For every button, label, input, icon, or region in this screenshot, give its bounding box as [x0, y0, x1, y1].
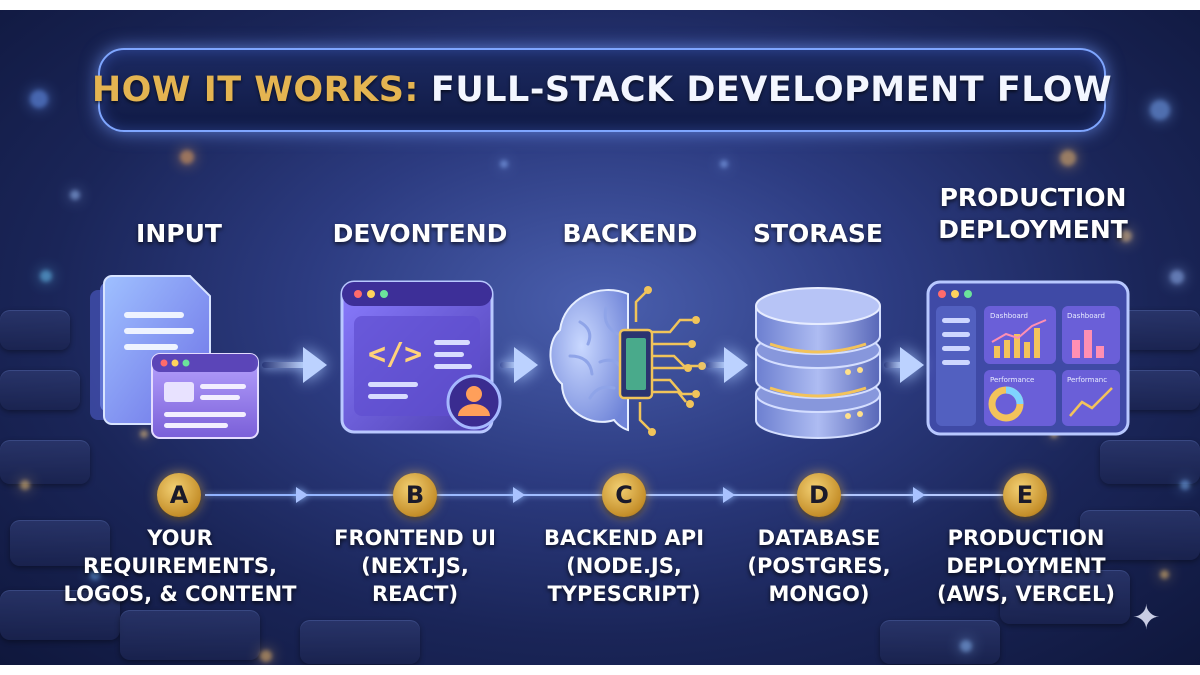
step-badge-a: A — [157, 473, 201, 517]
description-line: YOUR — [147, 526, 213, 550]
step-badge-b: B — [393, 473, 437, 517]
bokeh-light-decor — [140, 430, 148, 438]
description-line: DATABASE — [757, 526, 881, 550]
panel-label: Dashboard — [990, 312, 1028, 320]
dashboard-icon: Dashboard Dashboard Performance Performa… — [926, 280, 1130, 436]
description-line: (NEXT.JS, — [361, 554, 469, 578]
heading-line: INPUT — [136, 219, 222, 248]
bokeh-light-decor — [1120, 230, 1132, 242]
heading-line: BACKEND — [562, 219, 698, 248]
bokeh-light-decor — [500, 160, 508, 168]
bokeh-light-decor — [1180, 480, 1190, 490]
keyboard-key-decor — [880, 620, 1000, 664]
bokeh-light-decor — [960, 640, 972, 652]
description-line: FRONTEND UI — [334, 526, 496, 550]
step-description-a: YOUR REQUIREMENTS, LOGOS, & CONTENT — [55, 524, 305, 608]
timeline-arrow-icon — [723, 487, 735, 503]
flow-arrow-icon — [900, 347, 924, 383]
bokeh-light-decor — [70, 190, 80, 200]
title-highlight: HOW IT WORKS: — [91, 70, 419, 110]
documents-icon — [90, 275, 259, 439]
step-description-b: FRONTEND UI (NEXT.JS, REACT) — [290, 524, 540, 608]
step-description-c: BACKEND API (NODE.JS, TYPESCRIPT) — [499, 524, 749, 608]
database-icon — [755, 287, 881, 439]
description-line: PRODUCTION — [947, 526, 1105, 550]
heading-storage: STORASE — [698, 218, 938, 250]
bokeh-light-decor — [20, 480, 30, 490]
timeline-arrow-icon — [913, 487, 925, 503]
flow-arrow-icon — [303, 347, 327, 383]
keyboard-key-decor — [1120, 370, 1200, 410]
description-line: (NODE.JS, — [566, 554, 682, 578]
timeline-arrow-icon — [296, 487, 308, 503]
description-line: LOGOS, & CONTENT — [63, 582, 297, 606]
sparkle-icon: ✦ — [1132, 598, 1161, 638]
timeline-arrow-icon — [513, 487, 525, 503]
keyboard-key-decor — [0, 310, 70, 350]
title-text: FULL-STACK DEVELOPMENT FLOW — [430, 70, 1113, 110]
bokeh-light-decor — [90, 570, 100, 580]
heading-backend: BACKEND — [510, 218, 750, 250]
panel-label: Performance — [990, 376, 1034, 384]
keyboard-key-decor — [10, 520, 110, 566]
bokeh-light-decor — [40, 270, 52, 282]
svg-text:</>: </> — [368, 337, 422, 372]
step-description-d: DATABASE (POSTGRES, MONGO) — [694, 524, 944, 608]
step-badge-d: D — [797, 473, 841, 517]
heading-line: STORASE — [753, 219, 883, 248]
bokeh-light-decor — [720, 160, 728, 168]
bokeh-light-decor — [1160, 570, 1169, 579]
diagram-canvas: HOW IT WORKS: FULL-STACK DEVELOPMENT FLO… — [0, 10, 1200, 665]
keyboard-key-decor — [300, 620, 420, 664]
heading-line: DEPLOYMENT — [938, 215, 1128, 244]
heading-input: INPUT — [59, 218, 299, 250]
description-line: BACKEND API — [543, 526, 705, 550]
step-badge-e: E — [1003, 473, 1047, 517]
keyboard-key-decor — [0, 440, 90, 484]
description-line: REQUIREMENTS, — [83, 554, 277, 578]
heading-line: PRODUCTION — [939, 183, 1127, 212]
description-line: (POSTGRES, — [747, 554, 891, 578]
step-description-e: PRODUCTION DEPLOYMENT (AWS, VERCEL) — [901, 524, 1151, 608]
heading-frontend: DEVONTEND — [300, 218, 540, 250]
description-line: REACT) — [371, 582, 459, 606]
code-window-icon: </> — [340, 280, 502, 434]
bokeh-light-decor — [260, 650, 272, 662]
panel-label: Performanc — [1067, 376, 1107, 384]
bokeh-light-decor — [1150, 100, 1170, 120]
brain-chip-icon — [549, 286, 706, 436]
flow-beam — [884, 362, 904, 368]
keyboard-key-decor — [0, 370, 80, 410]
panel-label: Dashboard — [1067, 312, 1105, 320]
step-badge-c: C — [602, 473, 646, 517]
bokeh-light-decor — [1060, 150, 1076, 166]
flow-arrow-icon — [514, 347, 538, 383]
flow-arrow-icon — [724, 347, 748, 383]
bokeh-light-decor — [180, 150, 194, 164]
flow-beam — [500, 362, 518, 368]
bokeh-light-decor — [30, 90, 48, 108]
flow-beam — [262, 362, 306, 368]
description-line: DEPLOYMENT — [946, 554, 1106, 578]
title-banner: HOW IT WORKS: FULL-STACK DEVELOPMENT FLO… — [92, 48, 1112, 132]
keyboard-key-decor — [1080, 510, 1200, 560]
keyboard-key-decor — [1100, 440, 1200, 484]
description-line: (AWS, VERCEL) — [937, 582, 1115, 606]
description-line: MONGO) — [768, 582, 870, 606]
heading-deployment: PRODUCTION DEPLOYMENT — [913, 182, 1153, 246]
flow-beam — [706, 362, 728, 368]
bokeh-light-decor — [1170, 270, 1184, 284]
heading-line: DEVONTEND — [332, 219, 508, 248]
keyboard-key-decor — [0, 590, 120, 640]
description-line: TYPESCRIPT) — [547, 582, 701, 606]
keyboard-key-decor — [1000, 570, 1130, 624]
keyboard-key-decor — [120, 610, 260, 660]
